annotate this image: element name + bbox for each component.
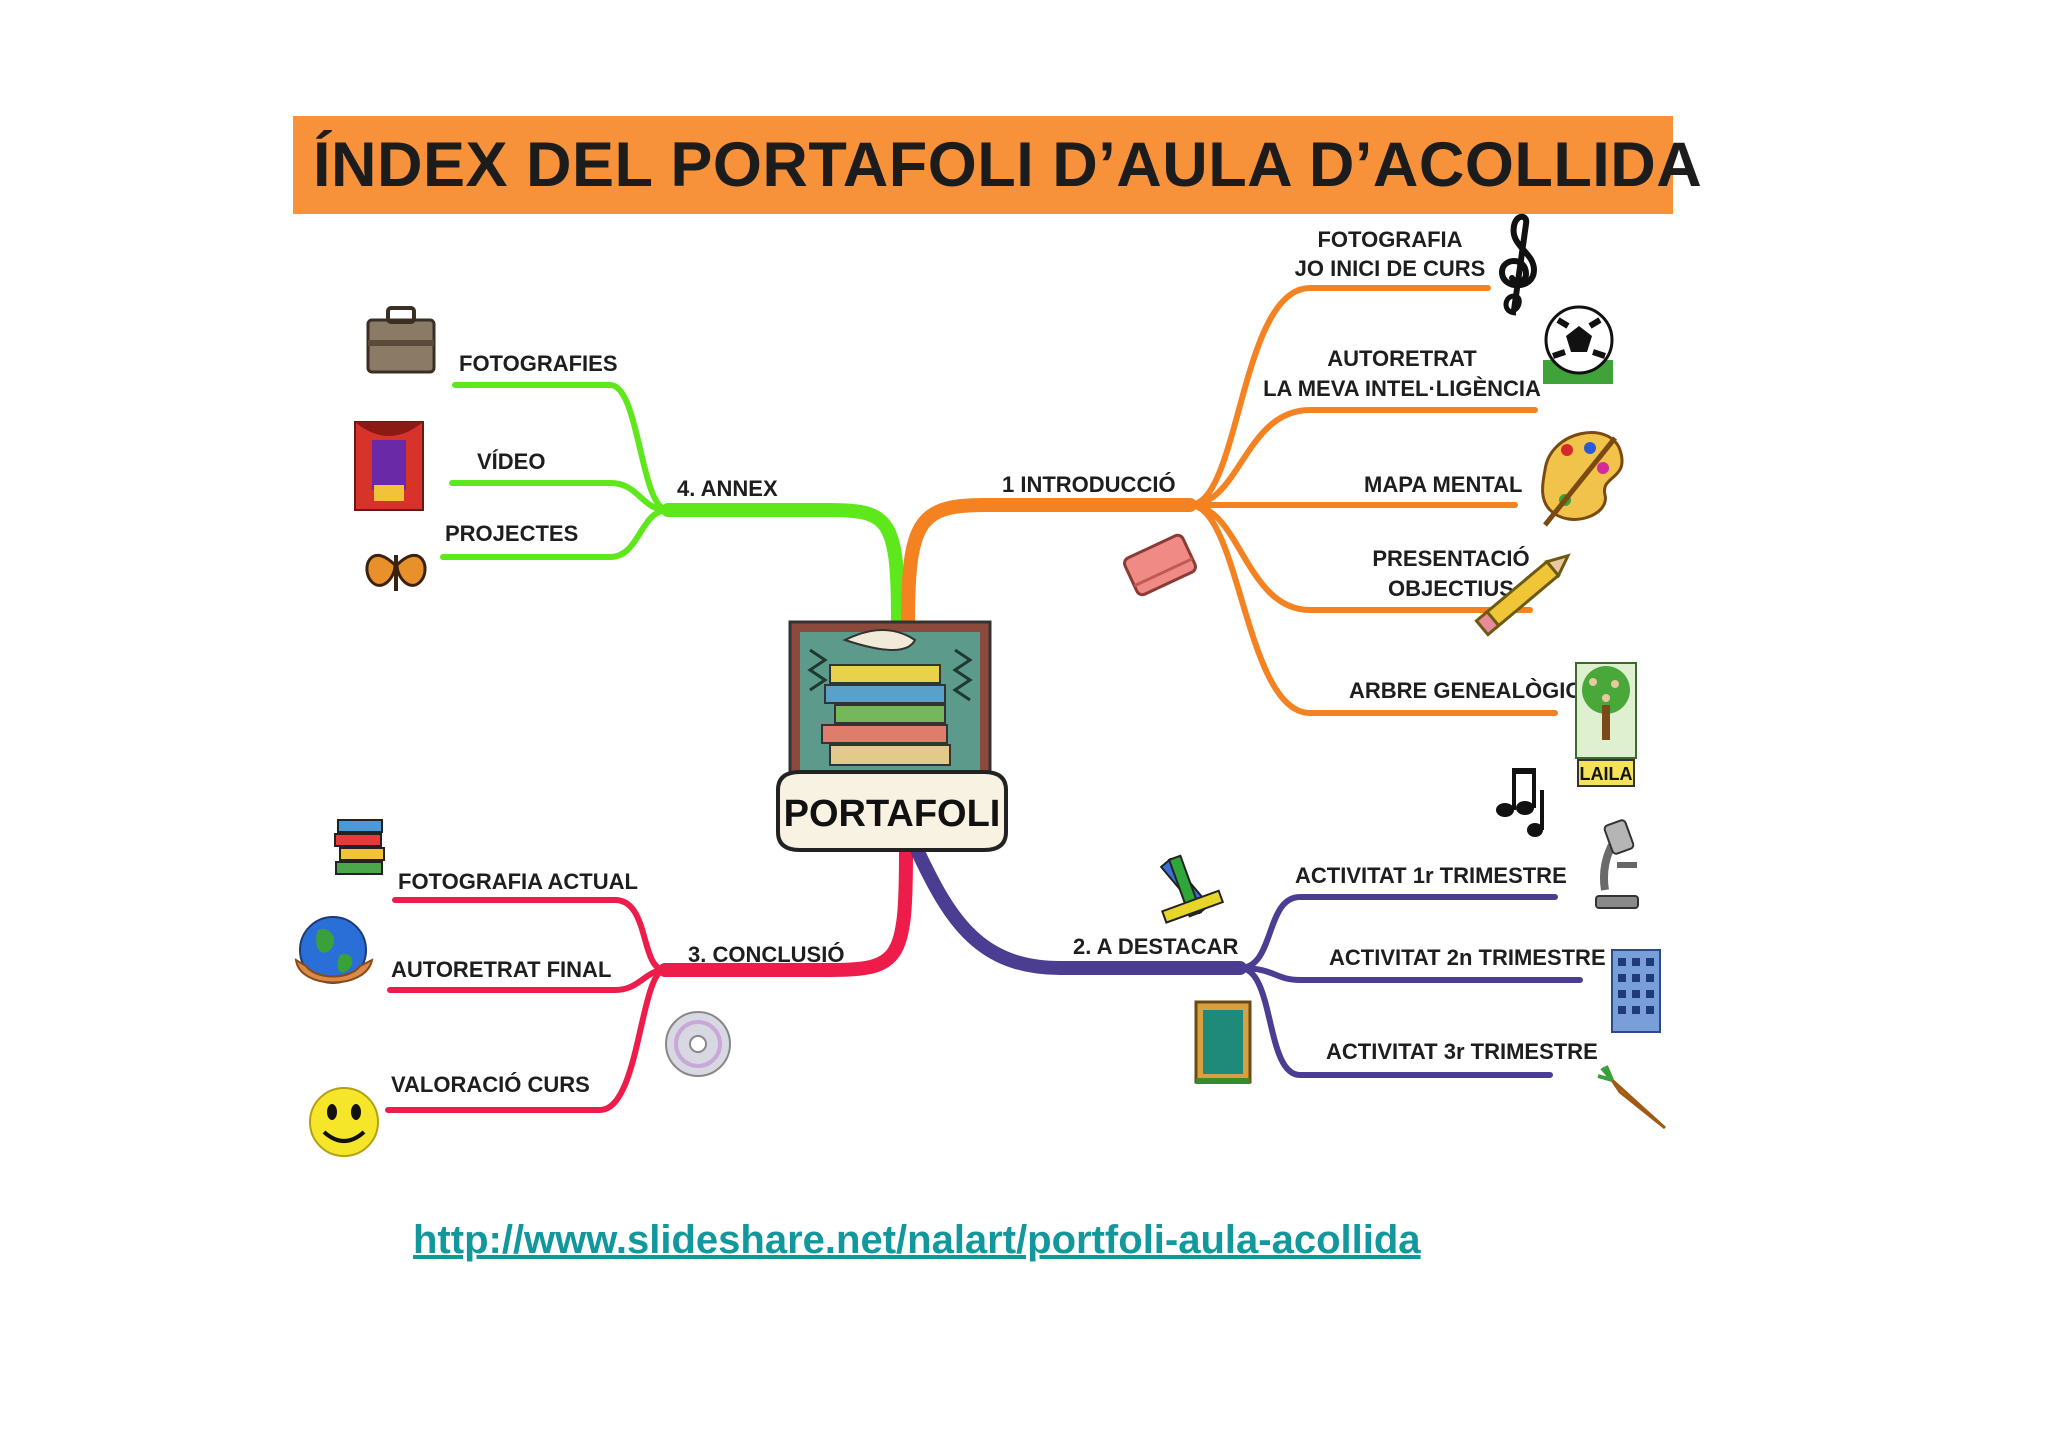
- books-stack-icon: [788, 620, 992, 794]
- crayons-icon: [1159, 854, 1225, 924]
- chalkboard-icon: [1194, 1000, 1252, 1084]
- intro-item-2-line2: LA MEVA INTEL·LIGÈNCIA: [1263, 376, 1541, 401]
- source-link[interactable]: http://www.slideshare.net/nalart/portfol…: [413, 1218, 1421, 1262]
- eraser-icon: [1123, 533, 1197, 597]
- destacar-item-3: ACTIVITAT 3r TRIMESTRE: [1326, 1039, 1598, 1064]
- branch-label-annex: 4. ANNEX: [677, 476, 778, 501]
- page-title: ÍNDEX DEL PORTAFOLI D’AULA D’ACOLLIDA: [313, 130, 1703, 200]
- briefcase-icon: [366, 306, 436, 374]
- branch-label-destacar: 2. A DESTACAR: [1073, 934, 1239, 959]
- title-banner: ÍNDEX DEL PORTAFOLI D’AULA D’ACOLLIDA: [293, 116, 1702, 214]
- intro-item-4-line2: OBJECTIUS: [1388, 576, 1514, 601]
- theater-stage-icon: [354, 421, 424, 511]
- conclusio-item-3: VALORACIÓ CURS: [391, 1072, 590, 1097]
- conclusio-item-2: AUTORETRAT FINAL: [391, 957, 611, 982]
- annex-branch-lines: [440, 382, 905, 629]
- intro-item-1-line2: JO INICI DE CURS: [1295, 256, 1486, 281]
- destacar-item-2: ACTIVITAT 2n TRIMESTRE: [1329, 945, 1606, 970]
- treble-clef-icon: [1498, 213, 1538, 316]
- intro-item-3: MAPA MENTAL: [1364, 472, 1522, 497]
- destacar-item-1: ACTIVITAT 1r TRIMESTRE: [1295, 863, 1567, 888]
- conclusio-item-1: FOTOGRAFIA ACTUAL: [398, 869, 638, 894]
- intro-item-4-line1: PRESENTACIÓ: [1372, 546, 1529, 571]
- pencil-icon: [1474, 553, 1571, 637]
- annex-item-3: PROJECTES: [445, 521, 578, 546]
- annex-item-2: VÍDEO: [477, 449, 545, 474]
- butterfly-icon: [365, 553, 427, 591]
- paint-palette-icon: [1541, 431, 1624, 527]
- globe-in-hands-icon: [294, 916, 374, 984]
- annex-item-1: FOTOGRAFIES: [459, 351, 618, 376]
- microscope-icon: [1595, 819, 1639, 909]
- carrot-icon: [1597, 1065, 1667, 1130]
- laila-badge: LAILA: [1580, 764, 1633, 784]
- family-tree-icon: LAILA: [1575, 662, 1637, 787]
- intro-item-2-line1: AUTORETRAT: [1327, 346, 1477, 371]
- intro-item-1-line1: FOTOGRAFIA: [1317, 227, 1462, 252]
- smiley-face-icon: [309, 1087, 379, 1157]
- books-icon: [334, 819, 385, 875]
- conclusio-branch-lines: [385, 845, 913, 1113]
- branch-label-conclusio: 3. CONCLUSIÓ: [688, 942, 844, 967]
- center-label: PORTAFOLI: [784, 793, 1001, 835]
- center-node: PORTAFOLI: [776, 620, 1008, 852]
- building-icon: [1611, 949, 1661, 1033]
- cd-disc-icon: [665, 1011, 731, 1077]
- intro-item-5: ARBRE GENEALÒGIC: [1349, 678, 1581, 703]
- branch-label-intro: 1 INTRODUCCIÓ: [1002, 472, 1176, 497]
- destacar-branch-lines: [911, 845, 1583, 1078]
- soccer-ball-icon: [1543, 305, 1614, 384]
- intro-branch-lines: [901, 285, 1558, 716]
- music-notes-icon: [1496, 768, 1544, 837]
